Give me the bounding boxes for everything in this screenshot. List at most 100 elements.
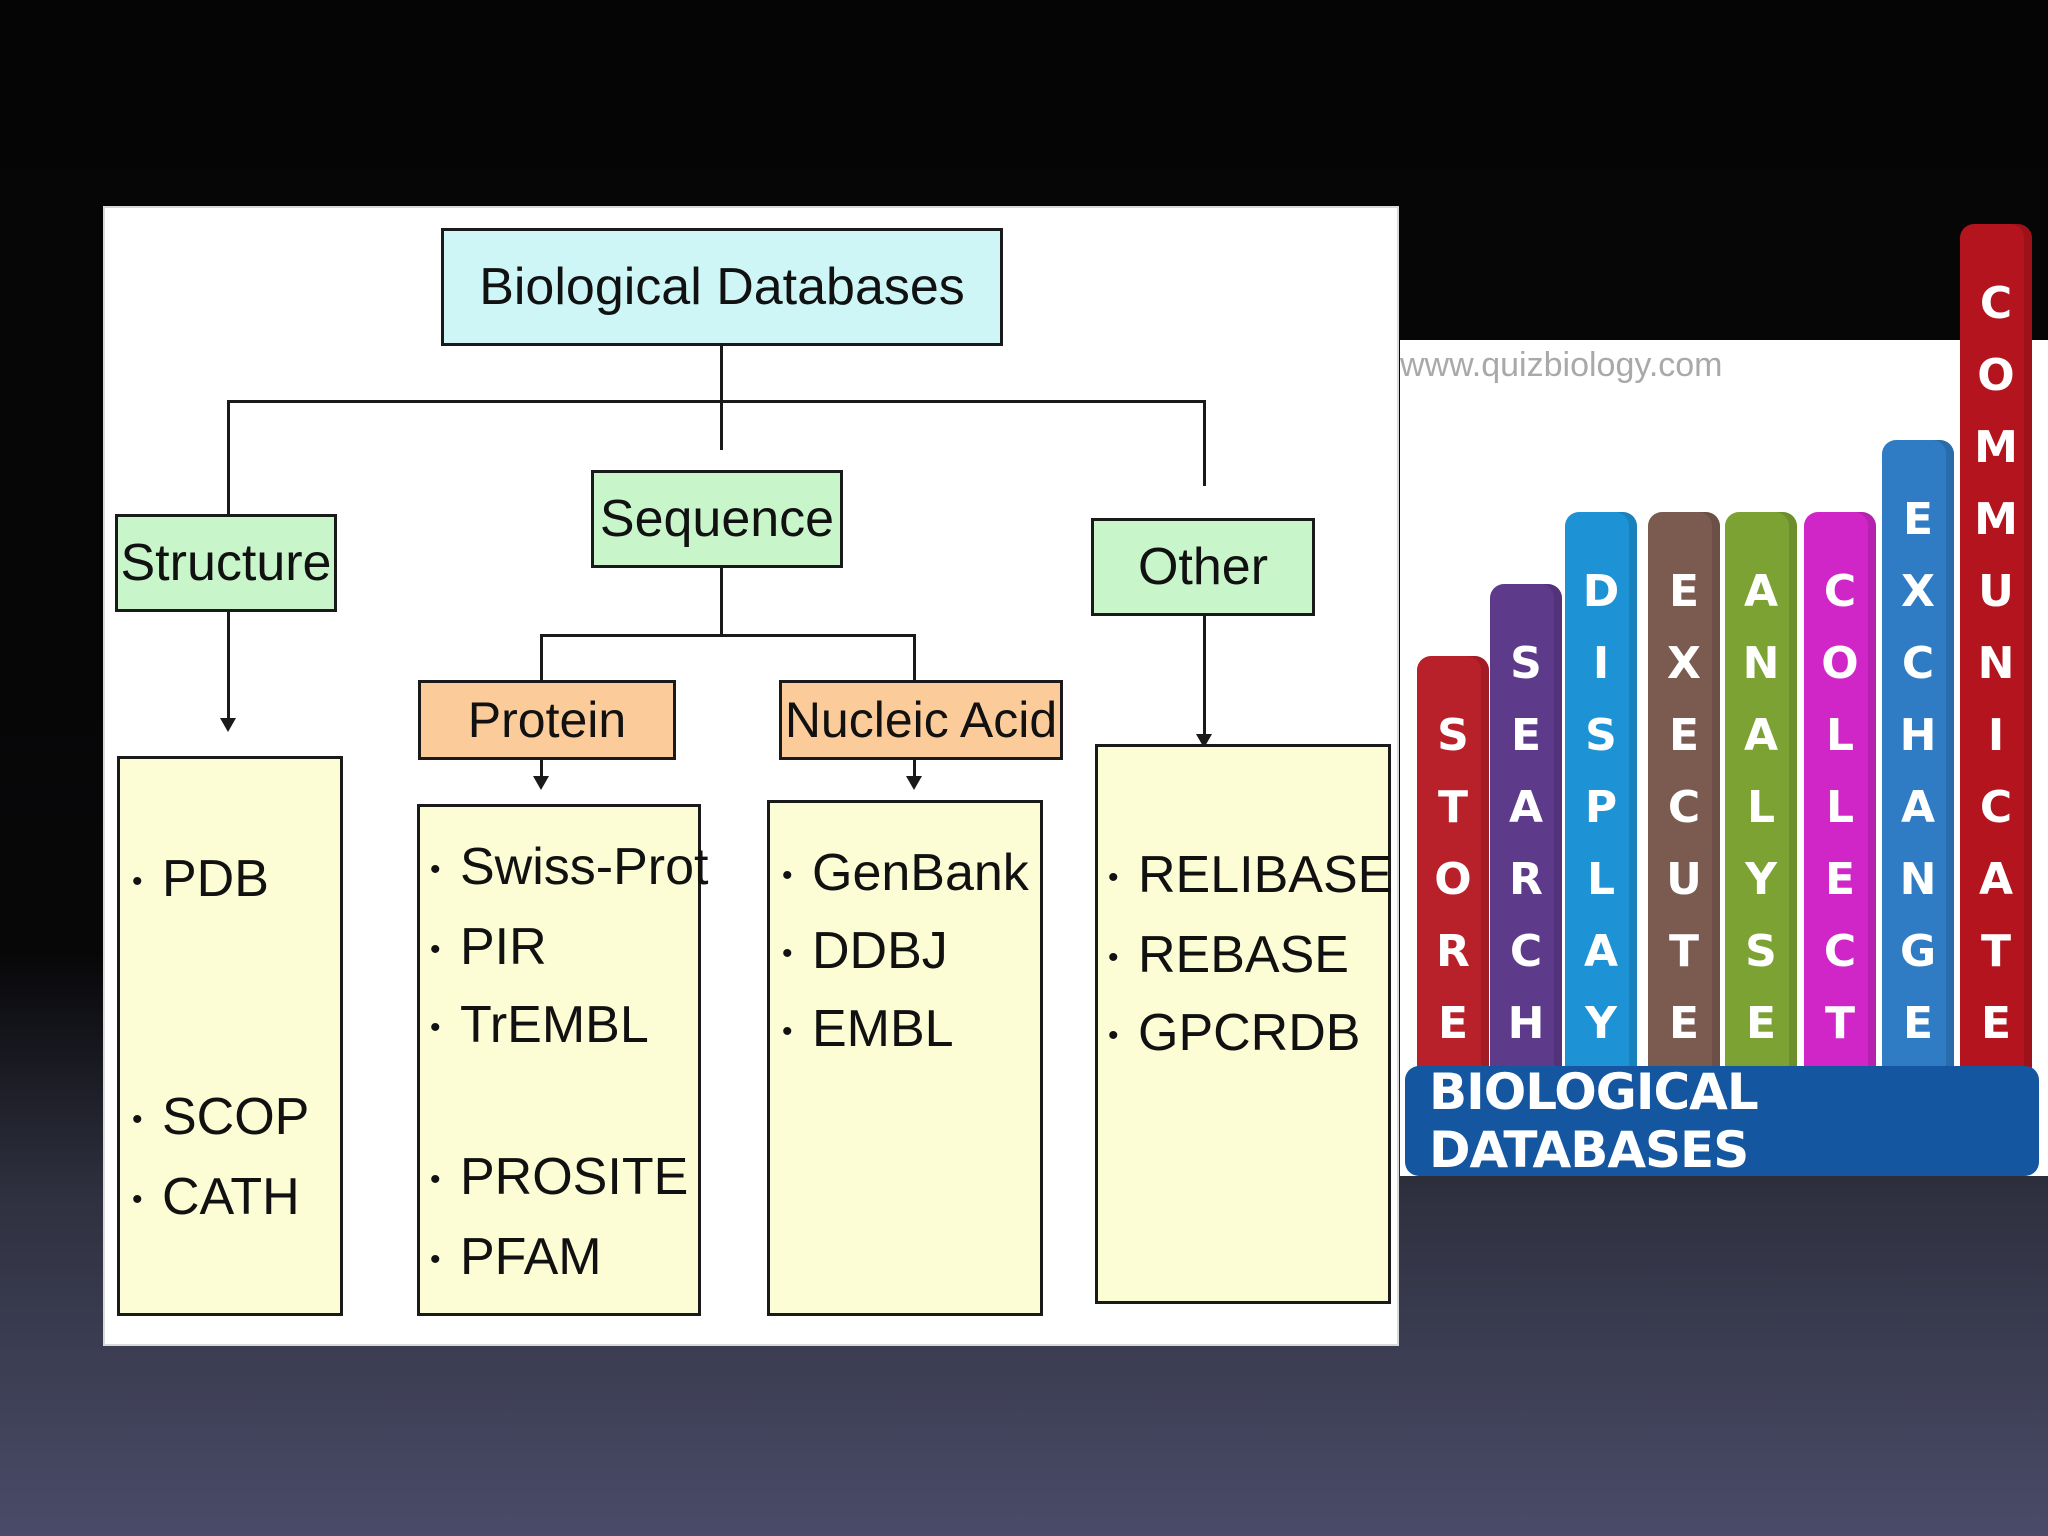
book-letter: S	[1437, 710, 1469, 761]
book-letter: O	[1821, 638, 1859, 689]
book-letter: E	[1980, 998, 2012, 1049]
structure-node: Structure	[115, 514, 337, 612]
book-letter: R	[1509, 854, 1543, 905]
book-letter: Y	[1585, 998, 1617, 1049]
book-letter: N	[1977, 638, 2015, 689]
other-node: Other	[1091, 518, 1315, 616]
connector	[720, 346, 723, 450]
arrow-icon	[220, 718, 236, 732]
book-letter: M	[1974, 494, 2018, 545]
connector	[913, 758, 916, 776]
book-letter: C	[1509, 926, 1543, 977]
book-letter: D	[1582, 566, 1620, 617]
book-letter: E	[1745, 998, 1777, 1049]
bullet-icon: •	[1108, 1019, 1119, 1053]
book-letter: T	[1437, 782, 1468, 833]
bullet-icon: •	[430, 853, 441, 887]
list-item: •TrEMBL	[430, 995, 649, 1058]
bullet-icon: •	[132, 1103, 143, 1137]
book-letter: L	[1586, 854, 1616, 905]
book-letter: E	[1668, 566, 1700, 617]
book-letter: A	[1978, 854, 2014, 905]
book-letter: G	[1899, 926, 1937, 977]
book-letter: U	[1666, 854, 1702, 905]
book-letter: T	[1824, 998, 1855, 1049]
item-label: EMBL	[812, 1000, 954, 1058]
bullet-icon: •	[430, 933, 441, 967]
book-letter: P	[1584, 782, 1618, 833]
connector	[540, 634, 543, 684]
arrow-icon	[533, 776, 549, 790]
connector	[540, 634, 916, 637]
book-letter: E	[1902, 998, 1934, 1049]
item-label: PDB	[162, 850, 269, 908]
bullet-icon: •	[782, 937, 793, 971]
other-label: Other	[1137, 538, 1269, 596]
other-list-box: • RELIBASE •REBASE • GPCRDB	[1095, 744, 1392, 1304]
bullet-icon: •	[132, 1183, 143, 1217]
book-letter: H	[1507, 998, 1545, 1049]
book-letter: R	[1436, 926, 1470, 977]
book-letter: H	[1899, 710, 1937, 761]
book-letter: Y	[1745, 854, 1777, 905]
book-letter: A	[1743, 566, 1779, 617]
connector	[1203, 400, 1206, 486]
book-letter: E	[1824, 854, 1856, 905]
book-letter: L	[1746, 782, 1776, 833]
book-letter: L	[1825, 782, 1855, 833]
list-item: •REBASE	[1108, 925, 1349, 988]
book-letter: N	[1899, 854, 1937, 905]
book-letter: S	[1585, 710, 1617, 761]
list-item: • RELIBASE	[1108, 845, 1392, 908]
item-label: RELIBASE	[1138, 846, 1393, 904]
book-letter: C	[1667, 782, 1701, 833]
book-letter: E	[1510, 710, 1542, 761]
item-label: GenBank	[812, 844, 1029, 902]
diagram-panel: Biological Databases Structure Sequence …	[103, 206, 1399, 1346]
item-label: TrEMBL	[460, 996, 649, 1054]
book-letter: A	[1583, 926, 1619, 977]
watermark: www.quizbiology.com	[1400, 346, 1723, 384]
item-label: CATH	[162, 1168, 300, 1226]
item-label: PFAM	[460, 1228, 602, 1286]
list-item: • PFAM	[430, 1227, 602, 1290]
book-letter: U	[1978, 566, 2014, 617]
arrow-icon	[906, 776, 922, 790]
bullet-icon: •	[132, 865, 143, 899]
bullet-icon: •	[782, 1015, 793, 1049]
list-item: •Swiss-Prot	[430, 837, 708, 900]
book-letter: A	[1508, 782, 1544, 833]
bullet-icon: •	[430, 1243, 441, 1277]
book-letter: I	[1592, 638, 1610, 689]
protein-list-box: •Swiss-Prot •PIR •TrEMBL •PROSITE •PFAM	[417, 804, 708, 1316]
nucleic-list-box: • GenBank • DDBJ • EMBL	[767, 800, 1043, 1316]
book-letter: C	[1979, 278, 2013, 329]
book-letter: S	[1745, 926, 1777, 977]
protein-label: Protein	[467, 692, 627, 748]
book-letter: N	[1742, 638, 1780, 689]
book-letter: X	[1901, 566, 1935, 617]
item-label: PIR	[460, 918, 547, 976]
book-letter: X	[1667, 638, 1701, 689]
book-letter: C	[1979, 782, 2013, 833]
item-label: GPCRDB	[1138, 1004, 1361, 1062]
item-label: REBASE	[1138, 926, 1349, 984]
book-letter: S	[1510, 638, 1542, 689]
book-letter: O	[1434, 854, 1472, 905]
bullet-icon: •	[1108, 861, 1119, 895]
connector	[913, 634, 916, 684]
book-letter: T	[1668, 926, 1699, 977]
item-label: DDBJ	[812, 922, 948, 980]
book-letter: A	[1743, 710, 1779, 761]
list-item: • PIR	[430, 917, 547, 980]
bookshelf-base-label: BIOLOGICAL DATABASES	[1429, 1063, 1759, 1179]
list-item: • DDBJ	[782, 921, 948, 984]
